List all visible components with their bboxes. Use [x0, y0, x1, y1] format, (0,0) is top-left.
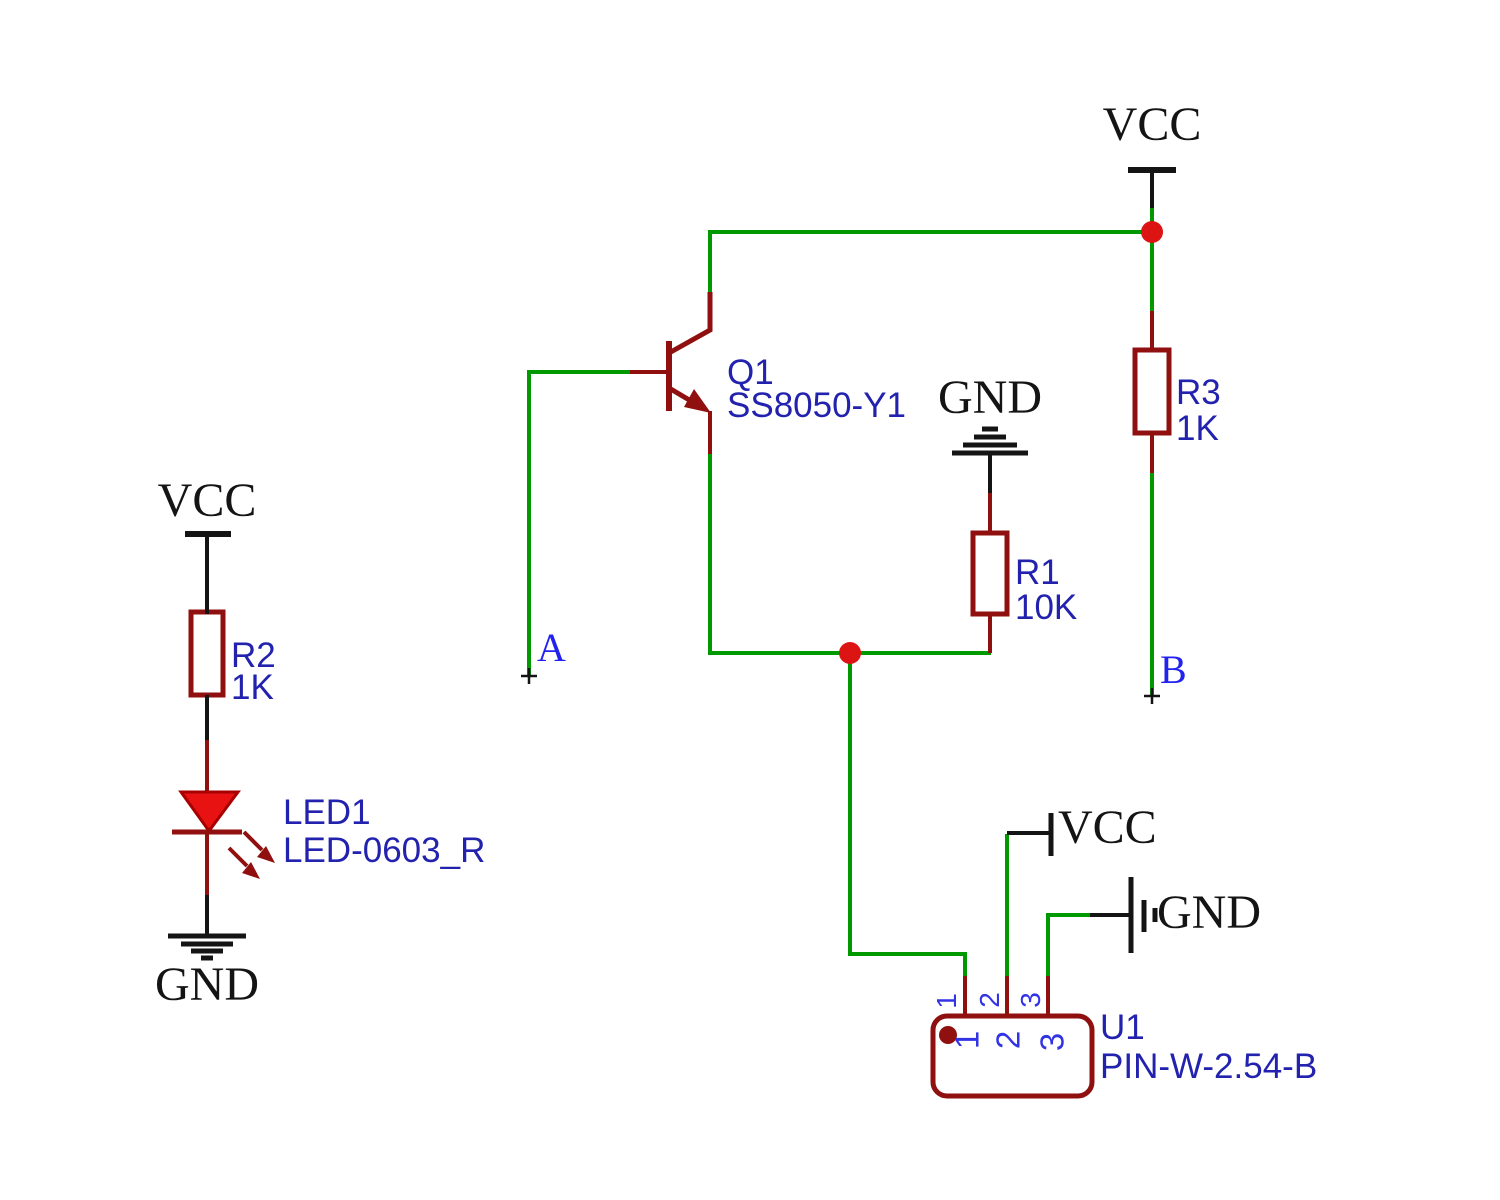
r3-ref-label: R3	[1176, 373, 1221, 412]
r1-body	[970, 530, 1010, 617]
u1-body	[930, 1013, 1095, 1099]
vcc-top-label: VCC	[1102, 98, 1202, 151]
r3-value-label: 1K	[1176, 409, 1219, 448]
q1-ref-label: Q1	[727, 353, 774, 392]
junction-dot-vcc-node	[1141, 221, 1163, 243]
wire-gnd-to-pin3	[1046, 913, 1090, 980]
led1-value-label: LED-0603_R	[283, 831, 486, 870]
vcc-flag-u1	[1007, 813, 1054, 856]
r2-ref-label: R2	[231, 636, 276, 675]
led-light-arrow-2	[227, 846, 249, 868]
vcc-flag-top	[1128, 167, 1176, 208]
u1-pin2-number-outside: 2	[974, 992, 1005, 1008]
r1-ref-label: R1	[1015, 553, 1060, 592]
r2-body	[188, 609, 226, 698]
vcc-flag-left	[185, 531, 231, 614]
u1-pin1-number-inside: 1	[948, 1030, 986, 1050]
q1-value-label: SS8050-Y1	[727, 386, 907, 425]
gnd-flag-left	[168, 933, 246, 961]
gnd-left-label: GND	[155, 958, 259, 1011]
wire-node-to-pin1	[848, 653, 967, 980]
wire-collector-to-vcc-node	[708, 230, 1154, 313]
led1-ref-label: LED1	[283, 793, 371, 832]
transistor-q1	[666, 292, 713, 454]
r1-value-label: 10K	[1015, 588, 1078, 627]
vcc-left-label: VCC	[157, 474, 257, 527]
vcc-u1-label: VCC	[1058, 801, 1157, 854]
wire-base-to-a	[527, 370, 632, 676]
net-label-b: B	[1160, 647, 1187, 692]
component-leads	[205, 311, 1154, 1016]
net-a-pin-marker-icon	[521, 668, 537, 684]
resistor-r2	[188, 609, 226, 698]
net-b-pin-marker-icon	[1144, 688, 1160, 704]
u1-pin2-number-inside: 2	[989, 1030, 1027, 1050]
led-led1	[172, 790, 275, 879]
wires	[527, 206, 1154, 980]
u1-pin1-number-outside: 1	[931, 993, 962, 1009]
resistor-r3	[1132, 347, 1172, 436]
gnd-flag-u1	[1090, 877, 1158, 953]
gnd-flag-mid	[952, 426, 1028, 493]
u1-ref-label: U1	[1100, 1008, 1145, 1047]
junction-dot-emitter-node	[839, 642, 861, 664]
net-label-a: A	[537, 625, 566, 670]
led-light-arrow-2-head-icon	[242, 862, 260, 879]
r3-body	[1132, 347, 1172, 436]
led-light-arrow-1-head-icon	[257, 846, 275, 863]
u1-pin1-dot-icon	[939, 1026, 957, 1044]
r2-value-label: 1K	[231, 668, 274, 707]
u1-pin3-number-outside: 3	[1015, 992, 1046, 1008]
led-light-arrow-1	[242, 830, 264, 852]
u1-value-label: PIN-W-2.54-B	[1100, 1047, 1318, 1086]
connector-u1	[930, 1013, 1095, 1099]
q1-collector	[667, 292, 713, 356]
resistor-r1	[970, 530, 1010, 617]
u1-pin3-number-inside: 3	[1033, 1032, 1071, 1052]
led-triangle	[178, 790, 241, 834]
q1-emitter-arrow-icon	[684, 389, 711, 413]
wire-emitter-to-r1	[708, 452, 991, 655]
gnd-u1-label: GND	[1157, 886, 1261, 939]
gnd-mid-label: GND	[938, 371, 1042, 424]
